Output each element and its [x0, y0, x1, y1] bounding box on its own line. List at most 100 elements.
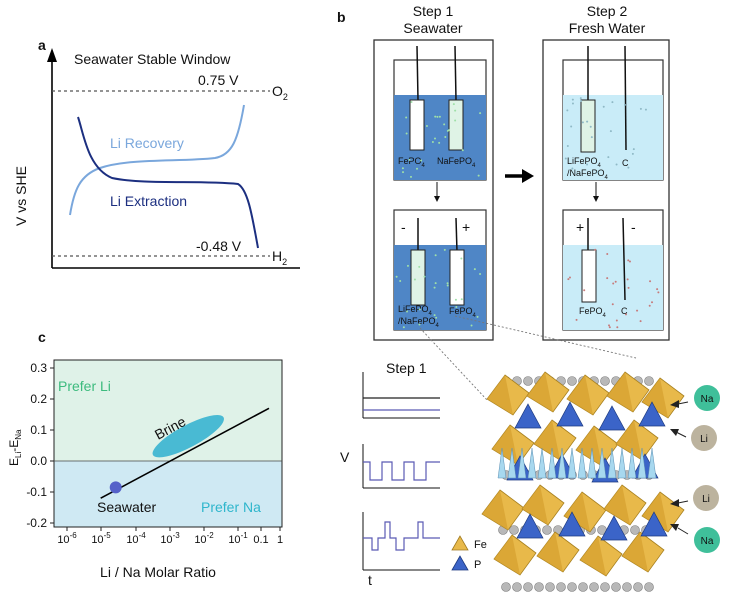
ion-li-top: Li [670, 425, 717, 451]
cell4-right-label: C [621, 306, 628, 316]
y-tick-label: -0.2 [26, 516, 47, 530]
cell1-right-label: NaFePO4 [437, 156, 476, 169]
water-dot [606, 277, 609, 280]
cell1-left-label: FePO4 [398, 156, 426, 169]
upper-species-label: O2 [272, 83, 288, 102]
lattice-spike [517, 447, 527, 479]
water-dot [434, 137, 437, 140]
water-dot [624, 313, 627, 316]
waveform-2 [362, 444, 440, 489]
water-dot [571, 102, 574, 105]
ion-sphere [589, 582, 599, 592]
lattice-spike [557, 447, 567, 479]
water-dot [479, 112, 482, 115]
lattice-spike [577, 447, 587, 479]
cell2-left-label-2: /NaFePO4 [398, 316, 440, 329]
water-dot [567, 278, 570, 281]
cell-step1-top: FePO4 NaFePO4 [393, 45, 487, 181]
ion-na-top: Na [670, 385, 720, 411]
li-extraction-curve [77, 116, 259, 249]
water-dot [568, 276, 571, 279]
water-dot [477, 174, 480, 177]
water-dot [470, 324, 473, 327]
water-dot [594, 248, 597, 251]
water-dot [416, 167, 419, 170]
fe-octahedron-face [494, 535, 520, 575]
lattice-spike [537, 447, 547, 479]
water-dot [626, 278, 629, 281]
zoom-line-right [454, 315, 637, 359]
water-dot [425, 125, 428, 128]
water-dot [611, 101, 614, 104]
water-dot [566, 109, 569, 112]
cell-step2-top: LiFePO4 /NaFePO4 C [562, 45, 664, 181]
lattice-spike [627, 447, 637, 479]
water-dot [648, 304, 651, 307]
fe-octahedron-face [576, 426, 602, 466]
water-dot [623, 103, 626, 106]
water-dot [433, 314, 436, 317]
water-dot [627, 259, 630, 262]
fe-octahedron-face [487, 375, 513, 415]
prefer-li-label: Prefer Li [58, 378, 111, 394]
water-dot [644, 108, 647, 111]
water-dot [435, 316, 438, 319]
x-tick-label: 0.1 [253, 534, 268, 546]
cell4-left-label: FePO4 [579, 306, 607, 319]
water-dot [586, 120, 589, 123]
lattice-spike [607, 447, 617, 479]
cell3-left-label-2: /NaFePO4 [567, 168, 609, 181]
water-dot [571, 98, 574, 101]
li-recovery-label: Li Recovery [110, 135, 184, 151]
waveform-ylabel: V [340, 449, 350, 465]
fe-octahedron-face [567, 375, 593, 415]
ion-sphere [523, 376, 533, 386]
water-dot [606, 253, 609, 256]
water-dot [454, 298, 457, 301]
water-dot [607, 156, 610, 159]
water-dot [615, 163, 618, 166]
water-dot [580, 99, 583, 102]
water-dot [564, 157, 567, 160]
water-dot [413, 278, 416, 281]
water-dot [596, 171, 599, 174]
water-dot [431, 141, 434, 144]
water-dot [410, 101, 413, 104]
panel-a-title: Seawater Stable Window [74, 51, 231, 67]
prefer-na-label: Prefer Na [201, 499, 261, 515]
ion-sphere [578, 582, 588, 592]
water-dot [418, 323, 421, 326]
water-dot [627, 166, 630, 169]
p-tetrahedron [598, 405, 626, 431]
ion-sphere [644, 376, 654, 386]
ion-na-bottom: Na [670, 524, 720, 553]
water-dot [460, 257, 463, 260]
water-dot [438, 115, 441, 118]
cell4-plus: + [576, 219, 584, 235]
svg-text:Li: Li [702, 494, 710, 505]
fe-octahedron-face [642, 492, 668, 532]
fe-octahedron-face [580, 536, 606, 576]
water-dot [434, 254, 437, 257]
water-dot [579, 97, 582, 100]
lattice-spike [547, 447, 557, 479]
lattice-spike [527, 447, 537, 479]
trend-line [100, 407, 270, 499]
seawater-fill [394, 95, 486, 180]
p-legend-icon [451, 555, 469, 571]
fe-octahedron-face [534, 420, 560, 460]
water-dot [405, 132, 408, 135]
water-dot [586, 163, 589, 166]
water-dot [615, 319, 618, 322]
step2-subtitle: Fresh Water [569, 20, 646, 36]
upper-voltage-label: 0.75 V [198, 72, 239, 88]
ion-sphere [501, 582, 511, 592]
fe-octahedron-face [607, 372, 633, 412]
water-dot [614, 280, 617, 283]
water-dot [436, 115, 439, 118]
water-dot [438, 141, 441, 144]
fe-octahedron-face [622, 532, 648, 572]
water-dot [418, 308, 421, 311]
